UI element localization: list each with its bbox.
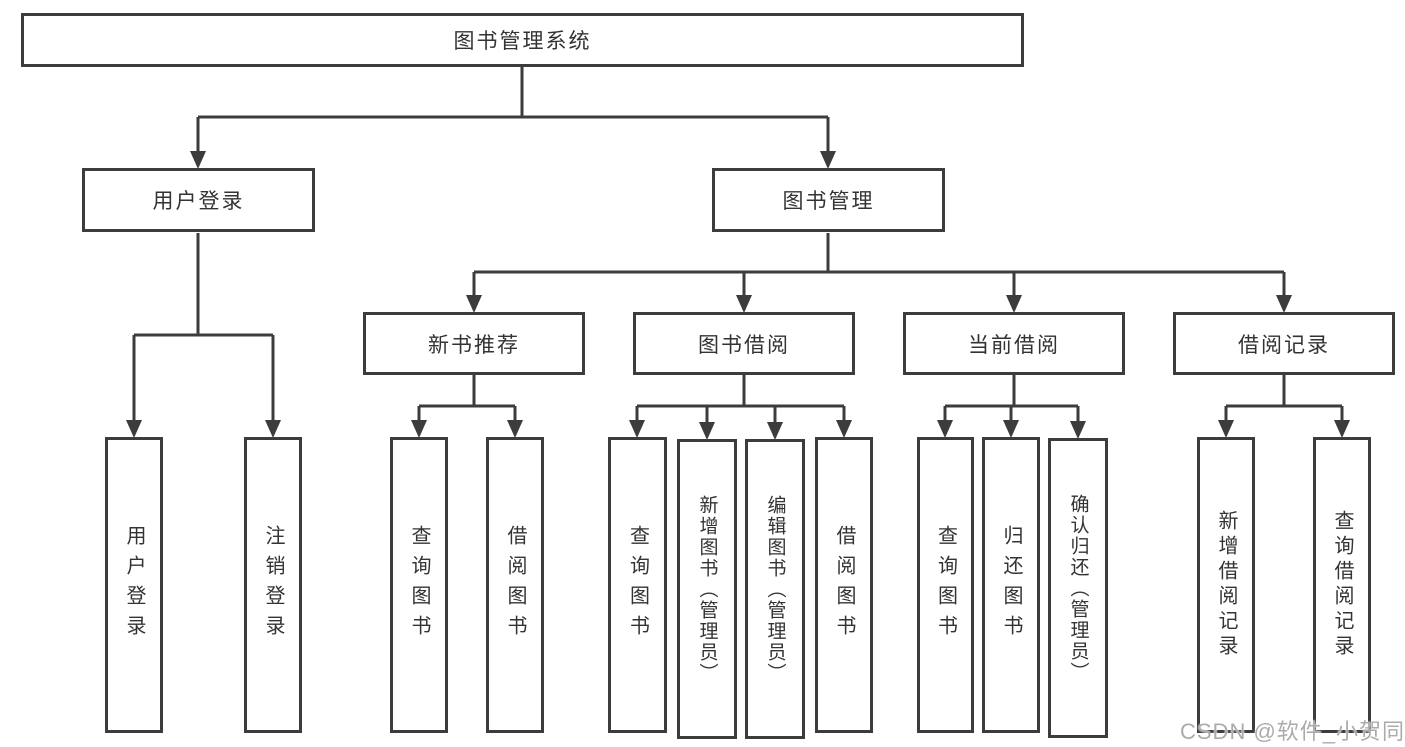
- arrowhead-icon: [1276, 295, 1292, 313]
- arrowhead-icon: [767, 422, 783, 440]
- arrowhead-icon: [1006, 295, 1022, 313]
- node-leaf-query-books-3: 查询图书: [917, 437, 974, 733]
- node-leaf-add-books-admin: 新增图书（管理员）: [677, 439, 737, 739]
- node-user-login: 用户登录: [82, 168, 315, 232]
- arrowhead-icon: [190, 151, 206, 169]
- arrowhead-icon: [265, 420, 281, 438]
- node-new-book-recommendation: 新书推荐: [363, 312, 585, 375]
- node-leaf-edit-books-admin: 编辑图书（管理员）: [745, 439, 805, 739]
- node-leaf-borrow-books-2: 借阅图书: [815, 437, 873, 733]
- node-leaf-query-borrow-record: 查询借阅记录: [1313, 437, 1371, 733]
- arrowhead-icon: [937, 420, 953, 438]
- node-book-management: 图书管理: [712, 168, 945, 232]
- arrowhead-icon: [629, 420, 645, 438]
- arrowhead-icon: [699, 422, 715, 440]
- node-leaf-query-books-2: 查询图书: [608, 437, 667, 733]
- arrowhead-icon: [1334, 420, 1350, 438]
- arrowhead-icon: [126, 420, 142, 438]
- arrowhead-icon: [1003, 420, 1019, 438]
- node-current-borrowing: 当前借阅: [903, 312, 1125, 375]
- node-leaf-query-books-1: 查询图书: [390, 437, 448, 733]
- node-leaf-borrow-books-1: 借阅图书: [486, 437, 544, 733]
- arrowhead-icon: [1218, 420, 1234, 438]
- arrowhead-icon: [836, 420, 852, 438]
- watermark: CSDN @软件_小贺同学: [1180, 719, 1405, 744]
- arrowhead-icon: [736, 295, 752, 313]
- arrowhead-icon: [507, 420, 523, 438]
- arrowhead-icon: [1070, 421, 1086, 439]
- node-book-borrowing: 图书借阅: [633, 312, 855, 375]
- arrowhead-icon: [466, 295, 482, 313]
- arrowhead-icon: [411, 420, 427, 438]
- node-leaf-logout: 注销登录: [244, 437, 302, 733]
- node-leaf-return-books: 归还图书: [982, 437, 1040, 733]
- node-leaf-confirm-return-admin: 确认归还（管理员）: [1048, 438, 1108, 738]
- arrowhead-icon: [820, 151, 836, 169]
- node-leaf-user-login: 用户登录: [105, 437, 163, 733]
- node-library-management-system: 图书管理系统: [21, 13, 1024, 67]
- node-borrowing-records: 借阅记录: [1173, 312, 1395, 375]
- node-leaf-add-borrow-record: 新增借阅记录: [1197, 437, 1255, 733]
